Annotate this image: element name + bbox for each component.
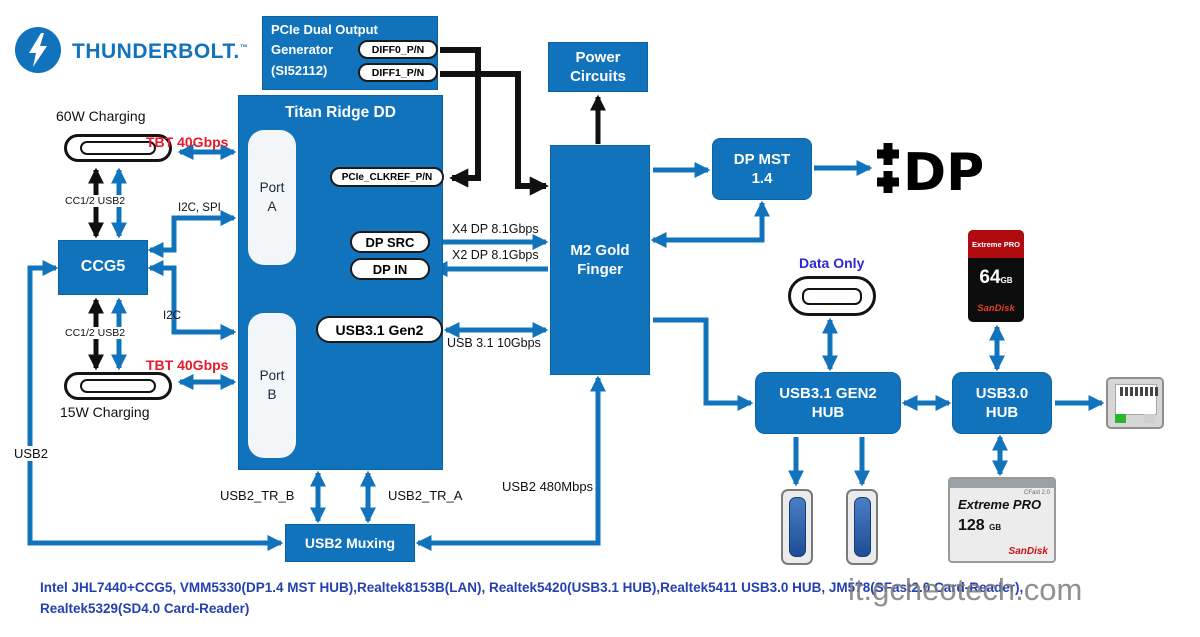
dp-mst-block: DP MST 1.4 — [712, 138, 812, 200]
tbt-top-label: TBT 40Gbps — [146, 134, 229, 150]
charging-15w-label: 15W Charging — [60, 404, 150, 420]
pcie-generator-line3: (SI52112) — [271, 63, 328, 78]
ccg5-block: CCG5 — [58, 240, 148, 295]
tbt-bottom-label: TBT 40Gbps — [146, 357, 229, 373]
usb2-480-label: USB2 480Mbps — [502, 479, 594, 494]
m2-line2: Finger — [577, 261, 623, 278]
hub30-line2: HUB — [985, 404, 1019, 421]
usb2-muxing-block: USB2 Muxing — [285, 524, 415, 562]
diff0-pill: DIFF0_P/N — [358, 40, 438, 59]
arrow-mux-to-m2 — [415, 375, 607, 552]
usb2-left-label: USB2 — [12, 446, 50, 461]
diff1-pill: DIFF1_P/N — [358, 63, 438, 82]
arrow-m2-to-hub31 — [653, 317, 754, 412]
cfast-card-icon: CFast 2.0 Extreme PRO 128 GB SanDisk — [948, 477, 1056, 563]
sd-card-unit: GB — [1000, 276, 1013, 285]
usb-c-slot-icon — [80, 379, 156, 393]
cfast-card-top-strip — [950, 479, 1054, 488]
ethernet-port-icon — [1106, 377, 1164, 429]
usb-c-port2-slot-icon — [853, 497, 871, 557]
m2-line1: M2 Gold — [570, 241, 630, 259]
usb-c-60w-connector-icon — [64, 134, 172, 162]
thunderbolt-icon — [15, 27, 61, 73]
cfast-card-type: CFast 2.0 — [1023, 490, 1050, 496]
i2c-label: I2C — [163, 310, 181, 322]
charging-60w-label: 60W Charging — [56, 108, 146, 124]
dp-src-pill: DP SRC — [350, 231, 430, 253]
cfast-card-unit: GB — [989, 523, 1002, 532]
i2c-spi-label: I2C, SPI — [178, 202, 221, 214]
usb-c-port1-slot-icon — [788, 497, 806, 557]
hub31-line1: USB3.1 GEN2 — [779, 384, 877, 402]
usb-c-15w-connector-icon — [64, 372, 172, 400]
m2-gold-finger-block: M2 Gold Finger — [550, 145, 650, 375]
cfast-card-series: Extreme PRO — [958, 497, 1042, 512]
port-a: Port A — [248, 130, 296, 265]
sd-card-series: Extreme PRO — [972, 239, 1020, 249]
thunderbolt-wordmark: THUNDERBOLT.™ — [72, 40, 248, 64]
cfast-card-body: Extreme PRO 128 GB — [950, 488, 1054, 535]
arrow-i2c — [147, 259, 237, 341]
arrow-diff0-clkref — [440, 47, 481, 188]
pcie-generator-line2: Generator — [271, 42, 334, 57]
arrow-mst-return — [650, 200, 771, 249]
sd-card-brand-row: SanDisk — [968, 298, 1024, 316]
arrow-diff1-m2 — [440, 71, 549, 196]
port-a-line1: Port — [259, 180, 285, 196]
dp-mst-line1: DP MST — [733, 150, 791, 168]
usb2-tr-a-label: USB2_TR_A — [388, 488, 463, 503]
titan-title: Titan Ridge DD — [285, 104, 396, 121]
footer-note: Intel JHL7440+CCG5, VMM5330(DP1.4 MST HU… — [40, 577, 1180, 619]
usb-c-slot-icon — [80, 141, 156, 155]
sd-card-icon: Extreme PRO 64 GB SanDisk — [968, 230, 1024, 322]
x4-dp-label: X4 DP 8.1Gbps — [452, 222, 539, 236]
sd-card-brand: SanDisk — [977, 303, 1015, 314]
hub31-line2: HUB — [811, 404, 845, 421]
sd-card-top-band: Extreme PRO — [968, 230, 1024, 258]
usb2-tr-b-label: USB2_TR_B — [220, 488, 295, 503]
cfast-card-brand: SanDisk — [1008, 546, 1048, 557]
cc-usb2-bottom-label: CC1/2 USB2 — [63, 327, 128, 339]
port-b: Port B — [248, 313, 296, 458]
usb31-gen2-pill: USB3.1 Gen2 — [316, 316, 443, 343]
displayport-logo-text: DP — [903, 143, 984, 199]
brand-name: THUNDERBOLT. — [72, 40, 240, 63]
port-b-line2: B — [267, 386, 277, 402]
dp-in-pill: DP IN — [350, 258, 430, 280]
power-circuits-block: Power Circuits — [548, 42, 648, 92]
footer-line2: Realtek5329(SD4.0 Card-Reader) — [40, 601, 250, 616]
ethernet-socket — [1115, 384, 1158, 415]
footer-line1: Intel JHL7440+CCG5, VMM5330(DP1.4 MST HU… — [40, 580, 1024, 595]
cc-usb2-top-label: CC1/2 USB2 — [63, 195, 128, 207]
ethernet-pins — [1120, 387, 1158, 396]
power-line1: Power — [575, 48, 621, 66]
usb31-hub-block: USB3.1 GEN2 HUB — [755, 372, 901, 434]
hub30-line1: USB3.0 — [975, 384, 1029, 402]
sd-card-capacity: 64 — [979, 267, 1001, 288]
arrow-i2c-spi — [147, 209, 237, 259]
ethernet-led-green — [1115, 414, 1126, 423]
displayport-logo-icon: DP — [877, 143, 984, 199]
sd-card-capacity-row: 64 GB — [968, 267, 1024, 289]
usb-c-port2-icon — [846, 489, 878, 565]
clkref-pill: PCIe_CLKREF_P/N — [330, 167, 444, 187]
port-b-line1: Port — [259, 368, 285, 384]
port-a-line2: A — [267, 198, 277, 214]
ethernet-led-off — [1144, 414, 1155, 423]
usb-c-port1-icon — [781, 489, 813, 565]
watermark: it.gcheotech.com — [848, 572, 1083, 607]
usb31-speed-label: USB 3.1 10Gbps — [447, 336, 541, 350]
trademark-symbol: ™ — [239, 43, 249, 52]
x2-dp-label: X2 DP 8.1Gbps — [452, 248, 539, 262]
usb-c-data-only-connector-icon — [788, 276, 876, 316]
data-only-label: Data Only — [799, 255, 865, 271]
usb-c-slot-icon — [802, 287, 862, 305]
power-line2: Circuits — [570, 68, 626, 85]
usb30-hub-block: USB3.0 HUB — [952, 372, 1052, 434]
cfast-card-capacity: 128 — [958, 517, 985, 534]
dp-mst-line2: 1.4 — [751, 170, 773, 187]
pcie-generator-line1: PCIe Dual Output — [271, 22, 378, 37]
